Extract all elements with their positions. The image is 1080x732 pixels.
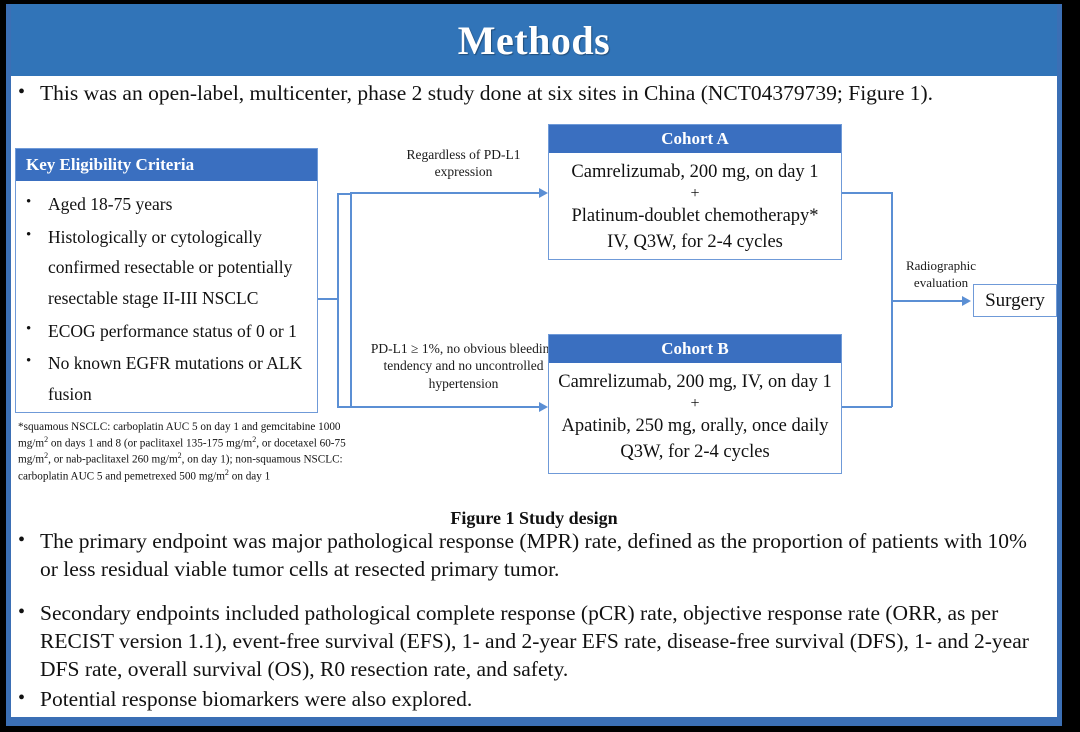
list-item: • ECOG performance status of 0 or 1 bbox=[26, 316, 309, 347]
cohort-b-line-1: Camrelizumab, 200 mg, IV, on day 1 bbox=[558, 372, 832, 392]
footnote-seg-6: on day 1 bbox=[228, 470, 271, 483]
connector-lower-short bbox=[337, 406, 351, 408]
cohort-b-header: Cohort B bbox=[549, 335, 841, 363]
cohort-a-line-2: Platinum-doublet chemotherapy* bbox=[571, 205, 819, 226]
bullet-primary-endpoint-text: The primary endpoint was major pathologi… bbox=[40, 529, 1027, 581]
figure-footnote: *squamous NSCLC: carboplatin AUC 5 on da… bbox=[18, 420, 348, 484]
list-item: • Aged 18-75 years bbox=[26, 189, 309, 220]
bullet-marker: • bbox=[18, 81, 26, 103]
bullet-intro-text: This was an open-label, multicenter, pha… bbox=[40, 81, 934, 105]
footnote-sup: 2 bbox=[224, 467, 229, 477]
connector-to-surgery bbox=[891, 300, 963, 302]
connector-to-cohort-a bbox=[350, 192, 540, 194]
arrowhead-cohort-b bbox=[539, 402, 548, 412]
arrowhead-surgery bbox=[962, 296, 971, 306]
footnote-seg-2: on days 1 and 8 (or paclitaxel 135-175 m… bbox=[48, 437, 253, 450]
footnote-seg-5: , on day 1); non-squamous NSCLC: carbopl… bbox=[18, 454, 343, 483]
slide-title-banner: Methods bbox=[11, 4, 1057, 76]
list-item: • Histologically or cytologically confir… bbox=[26, 222, 309, 314]
bullet-intro: • This was an open-label, multicenter, p… bbox=[14, 80, 1044, 108]
bullet-primary-endpoint: • The primary endpoint was major patholo… bbox=[14, 528, 1046, 584]
footnote-seg-3: , or docetaxel 60-75 mg/m bbox=[18, 437, 346, 467]
cohort-a-plus: + bbox=[690, 185, 700, 203]
bullet-secondary-endpoints: • Secondary endpoints included pathologi… bbox=[14, 600, 1046, 684]
cohort-b-body: Camrelizumab, 200 mg, IV, on day 1 + Apa… bbox=[549, 363, 841, 465]
cohort-b-box: Cohort B Camrelizumab, 200 mg, IV, on da… bbox=[548, 334, 842, 474]
cohort-a-line-3: IV, Q3W, for 2-4 cycles bbox=[607, 232, 783, 253]
connector-lower-riser bbox=[350, 192, 352, 407]
cohort-a-box: Cohort A Camrelizumab, 200 mg, on day 1 … bbox=[548, 124, 842, 260]
arrowhead-cohort-a bbox=[539, 188, 548, 198]
bullet-biomarkers: • Potential response biomarkers were als… bbox=[14, 686, 1046, 714]
bullet-marker: • bbox=[18, 601, 26, 623]
footnote-sup: 2 bbox=[44, 434, 49, 444]
bullet-marker: • bbox=[26, 226, 32, 243]
eligibility-item-text: ECOG performance status of 0 or 1 bbox=[48, 320, 297, 341]
eligibility-criteria-box: Key Eligibility Criteria • Aged 18-75 ye… bbox=[15, 148, 318, 413]
footnote-seg-4: , or nab-paclitaxel 260 mg/m bbox=[48, 454, 178, 467]
cohort-a-line-1: Camrelizumab, 200 mg, on day 1 bbox=[571, 162, 819, 182]
figure-caption: Figure 1 Study design bbox=[450, 508, 618, 528]
branch-label-cohort-b: PD-L1 ≥ 1%, no obvious bleeding tendency… bbox=[370, 341, 557, 391]
bullet-marker: • bbox=[18, 529, 26, 551]
cohort-a-header: Cohort A bbox=[549, 125, 841, 153]
connector-merge-vertical bbox=[891, 192, 893, 407]
connector-cohort-b-out bbox=[842, 406, 892, 408]
connector-cohort-a-out bbox=[842, 192, 892, 194]
footnote-seg-1: *squamous NSCLC: carboplatin AUC 5 on da… bbox=[18, 421, 341, 450]
study-design-figure: Key Eligibility Criteria • Aged 18-75 ye… bbox=[11, 118, 1057, 493]
surgery-box: Surgery bbox=[973, 284, 1057, 317]
footnote-sup: 2 bbox=[177, 451, 182, 461]
bullet-secondary-endpoints-text: Secondary endpoints included pathologica… bbox=[40, 601, 1029, 681]
branch-label-cohort-a: Regardless of PD-L1 expression bbox=[406, 147, 521, 180]
bullet-marker: • bbox=[26, 353, 32, 370]
eligibility-header: Key Eligibility Criteria bbox=[16, 149, 317, 181]
eligibility-item-text: Histologically or cytologically confirme… bbox=[48, 226, 293, 308]
list-item: • No known EGFR mutations or ALK fusion bbox=[26, 348, 309, 409]
branch-label-surgery: Radiographic evaluation bbox=[905, 258, 977, 290]
bullet-biomarkers-text: Potential response biomarkers were also … bbox=[40, 687, 473, 711]
footnote-sup: 2 bbox=[44, 451, 49, 461]
cohort-b-line-3: Q3W, for 2-4 cycles bbox=[620, 442, 770, 463]
surgery-label: Surgery bbox=[985, 289, 1045, 311]
connector-upper-short bbox=[337, 193, 351, 195]
connector-split-vertical-lower bbox=[337, 298, 339, 406]
cohort-b-plus: + bbox=[690, 395, 700, 413]
bullet-marker: • bbox=[26, 320, 32, 337]
eligibility-item-text: Aged 18-75 years bbox=[48, 194, 173, 214]
cohort-a-body: Camrelizumab, 200 mg, on day 1 + Platinu… bbox=[549, 153, 841, 255]
bullet-marker: • bbox=[26, 194, 32, 210]
connector-to-cohort-b bbox=[350, 406, 540, 408]
cohort-b-line-2: Apatinib, 250 mg, orally, once daily bbox=[561, 415, 829, 436]
bullet-marker: • bbox=[18, 687, 26, 709]
connector-split-vertical bbox=[337, 193, 339, 299]
footnote-sup: 2 bbox=[252, 434, 257, 444]
connector-stem-horizontal bbox=[318, 298, 338, 300]
page-title: Methods bbox=[457, 17, 611, 63]
eligibility-list: • Aged 18-75 years • Histologically or c… bbox=[16, 181, 317, 409]
eligibility-item-text: No known EGFR mutations or ALK fusion bbox=[48, 353, 303, 404]
